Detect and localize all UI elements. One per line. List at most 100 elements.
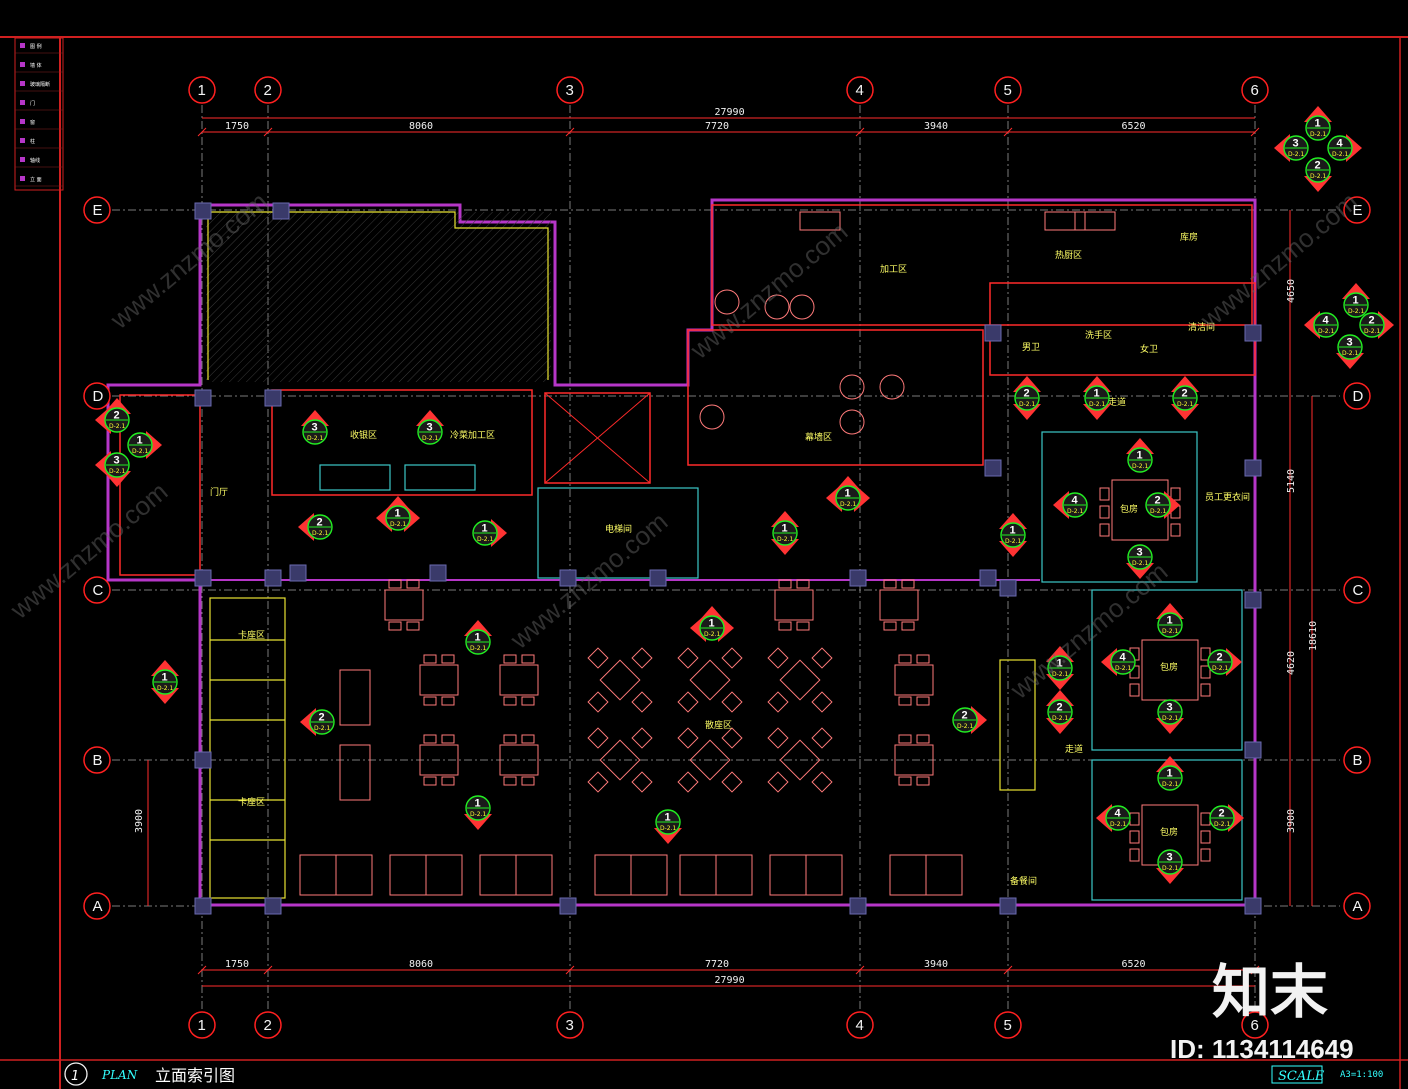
tag-number: 4 [1115,808,1122,820]
axis-label: D [1353,388,1364,405]
elevation-tag: 1D-2.1 [151,660,179,704]
tag-number: 1 [845,488,851,500]
tag-sheet: D-2.1 [109,423,126,430]
elevation-tag: 1D-2.1 [654,809,682,844]
elevation-tag: 2D-2.1 [300,708,335,736]
column [559,897,577,915]
tag-number: 1 [1167,768,1173,780]
tag-sheet: D-2.1 [660,825,677,832]
elevation-tag: 1D-2.1 [1156,603,1184,638]
elevation-tag: 3D-2.1 [1336,334,1364,369]
dim-segment: 3940 [924,959,948,970]
tag-sheet: D-2.1 [422,435,439,442]
elevation-tag: 1D-2.1 [464,620,492,655]
tag-sheet: D-2.1 [1214,821,1231,828]
private-room-wall [1041,431,1198,583]
column [999,579,1017,597]
room-label-server: 备餐间 [1010,875,1037,887]
room-label-entrance: 门厅 [210,486,228,498]
elevation-tag: 2D-2.1 [1145,491,1180,519]
legend-item: 玻璃隔断 [30,81,50,88]
scale-value: A3=1:100 [1340,1070,1383,1080]
axis-label: C [93,582,104,599]
tag-sheet: D-2.1 [314,725,331,732]
dining-table [689,659,731,701]
tag-number: 2 [1315,160,1321,172]
tag-sheet: D-2.1 [109,468,126,475]
elevation-tag: 1D-2.1 [464,795,492,830]
room-label-lift: 电梯间 [605,523,632,535]
elevation-tag: 1D-2.1 [1304,106,1332,141]
dim-segment: 6520 [1122,121,1146,132]
elevation-tag: 3D-2.1 [301,410,329,445]
legend-item: 门 [30,100,35,107]
watermark-logo: 知末 [1212,958,1328,1026]
dim-segment: 8060 [409,959,433,970]
kitchen-equipment [879,374,905,400]
dining-table [419,664,459,696]
room-label-cleaning: 清洁间 [1188,321,1215,333]
dim-segment: 3940 [924,121,948,132]
dim-right-segment: 5140 [1286,469,1297,493]
dim-overall: 27990 [715,107,745,118]
tag-number: 2 [317,517,323,529]
elevation-tag: 2D-2.1 [1171,376,1199,420]
dining-table [499,744,539,776]
watermark-id: ID: 1134114649 [1170,1034,1354,1064]
tag-sheet: D-2.1 [1162,865,1179,872]
room-label-male-wc: 男卫 [1022,342,1040,353]
elevation-tag: 4D-2.1 [1101,648,1136,676]
elevation-tag: 4D-2.1 [1053,491,1088,519]
axis-label: E [93,202,103,219]
tag-sheet: D-2.1 [777,536,794,543]
dining-table [599,659,641,701]
tag-number: 3 [1167,702,1173,714]
void-area [206,212,551,382]
column [1244,897,1262,915]
legend-item: 柱 [30,138,35,145]
dim-segment: 1750 [225,959,249,970]
elevation-tag: 1D-2.1 [1156,756,1184,791]
tag-sheet: D-2.1 [1019,401,1036,408]
column [429,564,447,582]
axis-bubble [83,196,111,224]
kitchen-equipment [839,374,865,400]
axis-bubble [1343,196,1371,224]
room-labels: 加工区 热厨区 库房 收银区 冷菜加工区 幕墙区 电梯间 女卫 男卫 洗手区 清… [210,231,1250,887]
dining-table [599,739,641,781]
watermark-site-2: www.znzmo.com [684,216,853,365]
kitchen-counter [1074,211,1116,231]
tag-number: 1 [1010,525,1016,537]
tag-sheet: D-2.1 [1005,538,1022,545]
kitchen-counter [1044,211,1086,231]
view-number: 1 [71,1069,79,1084]
structural-columns [194,202,1262,915]
kitchen-equipment [839,409,865,435]
column [272,202,290,220]
room-label-storage: 库房 [1180,231,1198,243]
tag-number: 3 [1347,337,1353,349]
elevation-tag: 1D-2.1 [127,431,162,459]
axis-bubble [188,76,216,104]
counter [319,464,391,491]
dining-table [894,664,934,696]
wall-segment [999,659,1036,791]
axis-bubble [188,1011,216,1039]
axis-label: A [1353,898,1363,915]
column [1244,741,1262,759]
elevation-tag: 3D-2.1 [1126,544,1154,579]
room-label-cold-prep: 冷菜加工区 [450,429,495,441]
cashier-wall [271,389,533,496]
axis-label: 6 [1251,1017,1259,1034]
tag-number: 1 [137,435,143,447]
dim-right-overall: 18610 [1308,621,1319,651]
column [984,459,1002,477]
kitchen-equipment [699,404,725,430]
column [984,324,1002,342]
tag-number: 2 [319,712,325,724]
tag-sheet: D-2.1 [307,435,324,442]
tag-sheet: D-2.1 [1150,508,1167,515]
column [1244,324,1262,342]
